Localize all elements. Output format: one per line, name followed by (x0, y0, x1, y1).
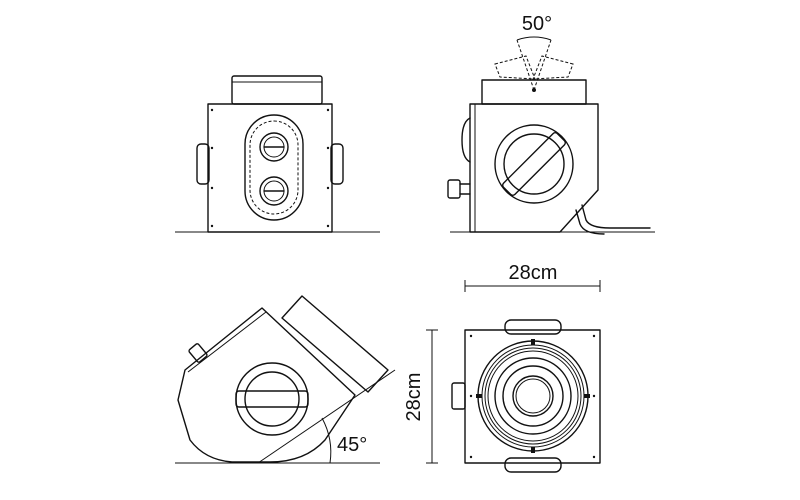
height-label: 28cm (403, 373, 425, 422)
top-handle (504, 319, 562, 335)
tilted-top-cap (281, 295, 389, 393)
angle-guide-line (257, 369, 396, 464)
top-view: 28cm 28cm (403, 262, 601, 473)
front-view (175, 75, 380, 233)
power-cable (581, 204, 651, 229)
front-top-cap (231, 75, 323, 105)
middle-ring (494, 357, 572, 435)
side-body (469, 103, 599, 233)
tilted-dial-grip (235, 390, 309, 408)
front-body (207, 103, 333, 233)
tilted-view: 45° (175, 295, 396, 464)
angle-arc (321, 417, 332, 464)
tilt-angle-label: 50° (522, 13, 552, 35)
base-angle-label: 45° (337, 434, 367, 456)
rear-knob (447, 179, 461, 199)
side-dial-grip (502, 132, 566, 196)
top-side-knob (451, 382, 466, 410)
tilted-rear-knob (188, 343, 208, 363)
tilt-indicator (494, 36, 574, 92)
right-handle (330, 143, 344, 185)
side-view: 50° (447, 13, 655, 235)
side-dial (494, 124, 574, 204)
inner-ring (512, 375, 554, 417)
bottom-handle (504, 457, 562, 473)
control-panel (244, 114, 304, 221)
tilted-body (177, 307, 356, 463)
left-handle (196, 143, 210, 185)
lower-knob (259, 176, 289, 206)
width-label: 28cm (509, 262, 558, 284)
tilted-dial (235, 362, 309, 436)
upper-knob (259, 132, 289, 162)
